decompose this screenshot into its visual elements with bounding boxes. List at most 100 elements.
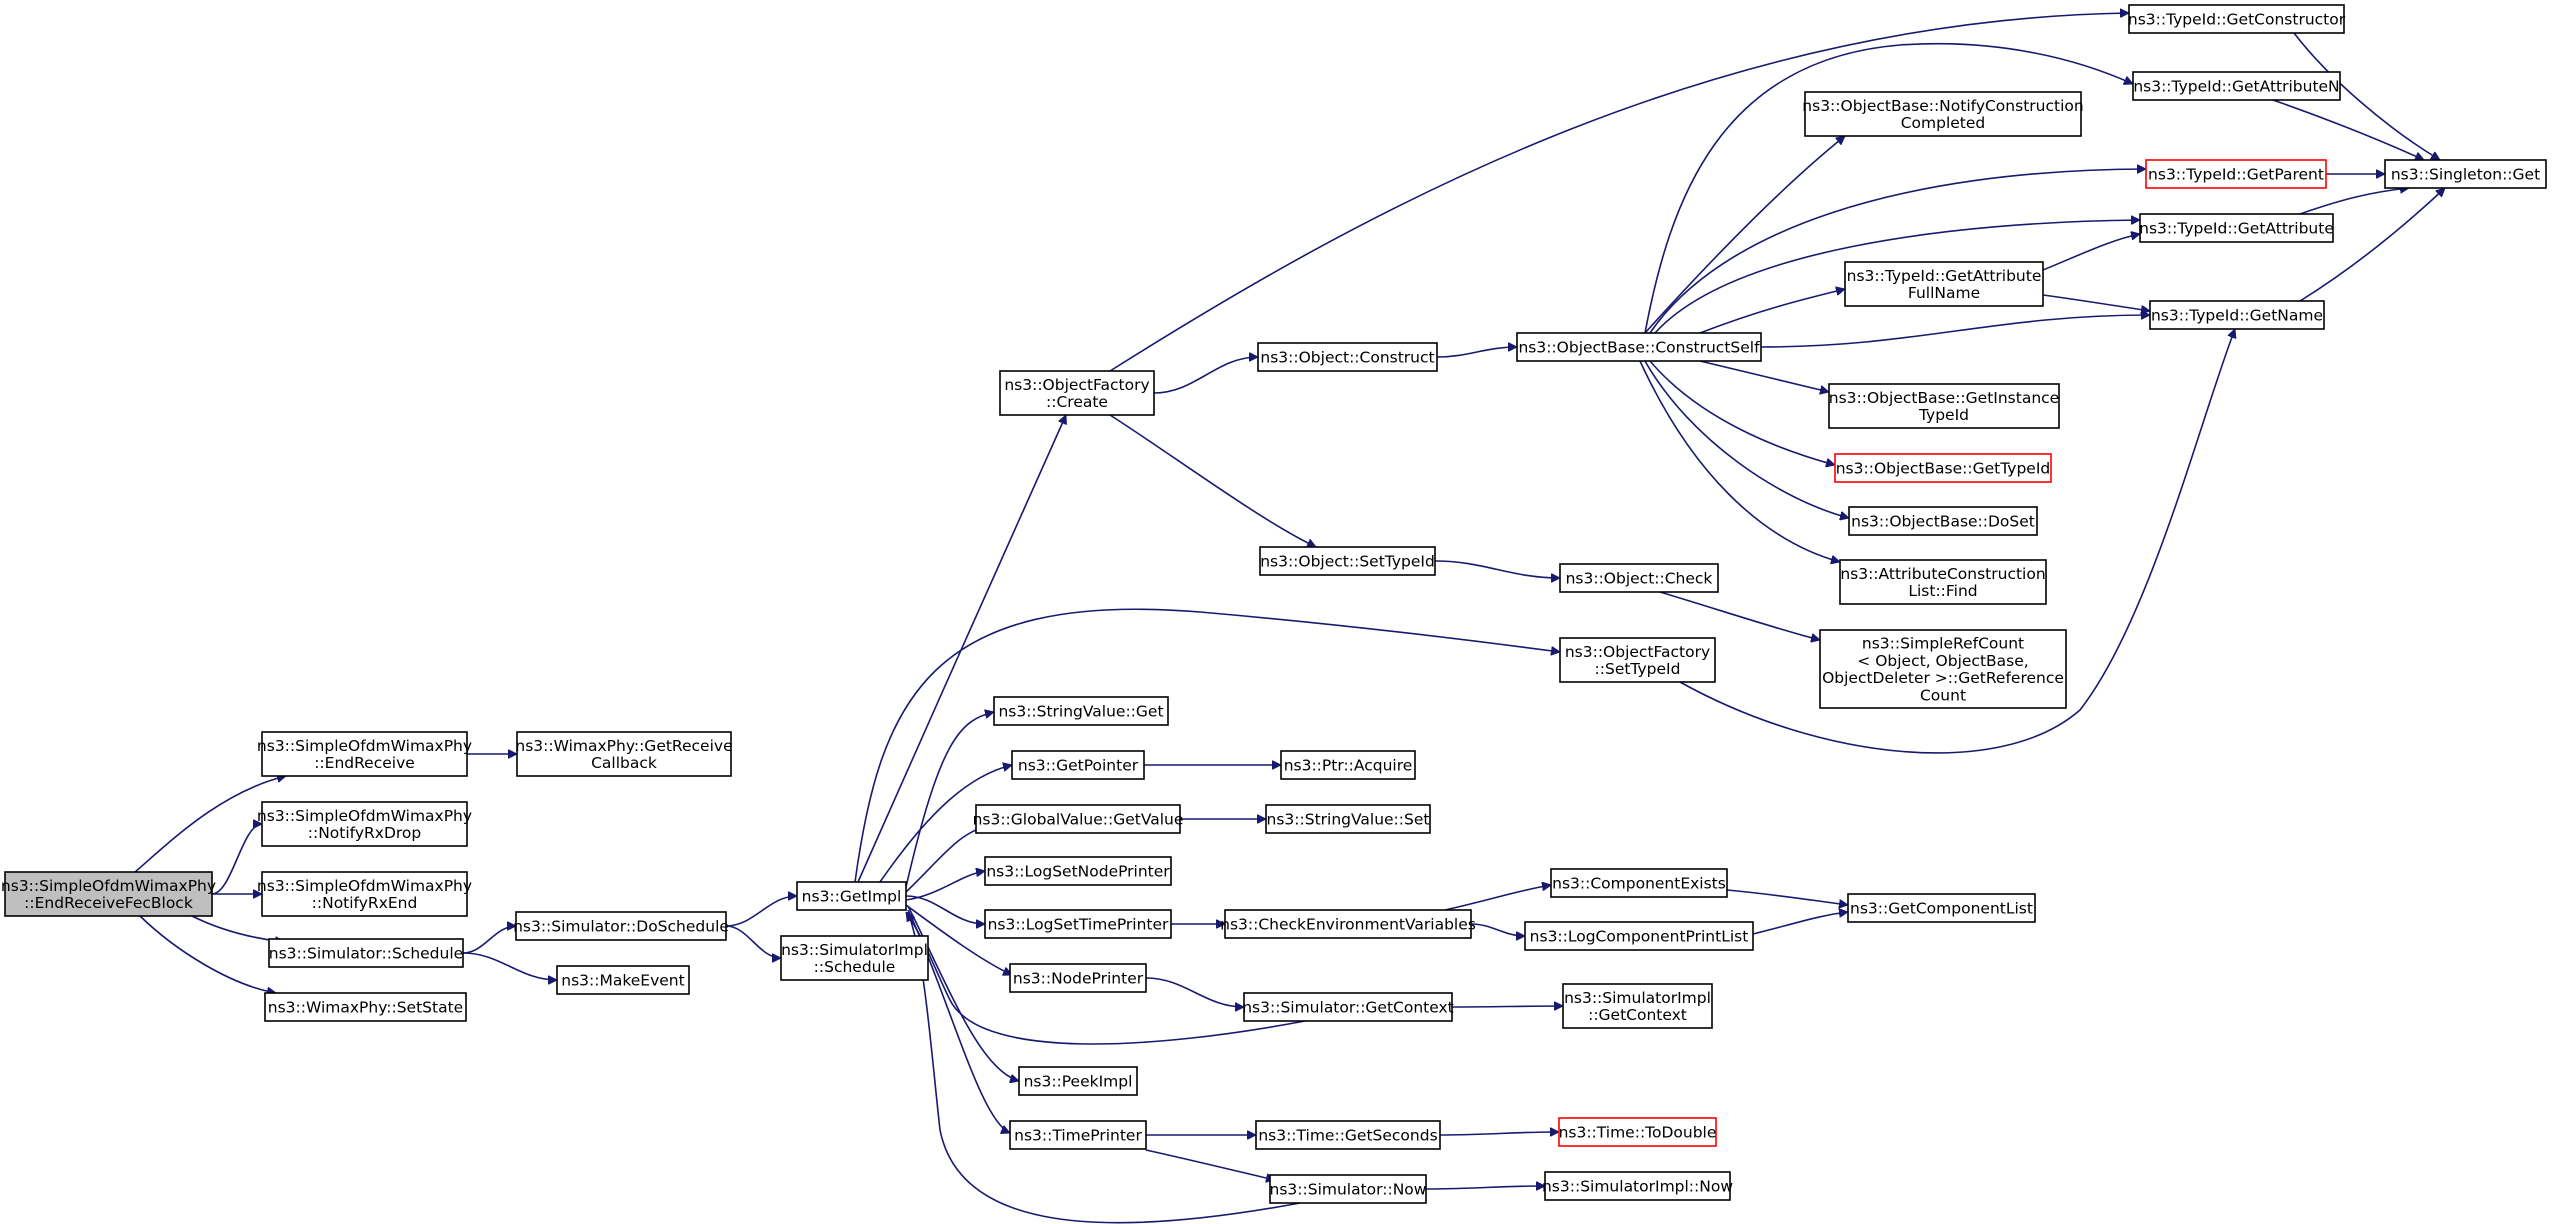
node-sim-impl-schedule[interactable]: ns3::SimulatorImpl::Schedule: [780, 935, 929, 981]
node-box: [1009, 963, 1147, 993]
node-of-set-type-id[interactable]: ns3::ObjectFactory::SetTypeId: [1559, 637, 1716, 683]
node-obj-construct[interactable]: ns3::Object::Construct: [1257, 342, 1438, 372]
edge-getAttributeN-to-singletonGet: [2272, 99, 2424, 160]
node-box: [4, 871, 213, 917]
node-notify-construction-completed[interactable]: ns3::ObjectBase::NotifyConstructionCompl…: [1802, 91, 2084, 137]
node-get-attribute[interactable]: ns3::TypeId::GetAttribute: [2139, 213, 2334, 243]
node-simple-ref-count[interactable]: ns3::SimpleRefCount< Object, ObjectBase,…: [1819, 629, 2067, 709]
node-label: ns3::MakeEvent: [561, 972, 684, 990]
node-label: List::Find: [1908, 582, 1977, 600]
node-schedule[interactable]: ns3::Simulator::Schedule: [268, 938, 464, 968]
node-box: [1011, 750, 1145, 780]
node-label: ::Schedule: [814, 958, 896, 976]
edge-objConstruct-to-constructSelf: [1436, 347, 1517, 358]
node-construct-self[interactable]: ns3::ObjectBase::ConstructSelf: [1516, 332, 1762, 362]
node-time-to-double[interactable]: ns3::Time::ToDouble: [1558, 1117, 1717, 1147]
node-check-env[interactable]: ns3::CheckEnvironmentVariables: [1220, 909, 1476, 939]
node-label: ns3::TypeId::GetAttributeN: [2133, 78, 2339, 96]
node-log-set-node-printer[interactable]: ns3::LogSetNodePrinter: [984, 856, 1172, 886]
edge-checkEnv-to-logComponentPrintList: [1470, 923, 1525, 936]
node-label: ns3::WimaxPhy::SetState: [268, 999, 463, 1017]
node-box: [1844, 261, 2044, 307]
node-box: [261, 871, 468, 917]
node-root[interactable]: ns3::SimpleOfdmWimaxPhy::EndReceiveFecBl…: [1, 871, 216, 917]
node-label: ns3::Object::Check: [1566, 570, 1713, 588]
node-obj-set-type-id[interactable]: ns3::Object::SetTypeId: [1259, 546, 1436, 576]
edge-doSchedule-to-getImpl: [725, 896, 797, 927]
node-get-constructor[interactable]: ns3::TypeId::GetConstructor: [2128, 4, 2346, 34]
edge-getImpl-to-ofCreate: [857, 415, 1066, 883]
edge-simNow-to-getImpl: [908, 912, 1301, 1224]
node-label: ns3::Object::SetTypeId: [1260, 553, 1435, 571]
node-label: ns3::Simulator::Now: [1270, 1181, 1427, 1199]
node-box: [2384, 159, 2547, 189]
node-label: ns3::Time::GetSeconds: [1258, 1127, 1437, 1145]
node-notify-rx-drop[interactable]: ns3::SimpleOfdmWimaxPhy::NotifyRxDrop: [257, 801, 472, 847]
node-notify-rx-end[interactable]: ns3::SimpleOfdmWimaxPhy::NotifyRxEnd: [257, 871, 472, 917]
node-peek-impl[interactable]: ns3::PeekImpl: [1018, 1066, 1138, 1096]
node-box: [1280, 750, 1416, 780]
node-obj-check[interactable]: ns3::Object::Check: [1559, 563, 1719, 593]
node-label: ns3::Simulator::Schedule: [269, 945, 463, 963]
node-box: [975, 804, 1181, 834]
node-box: [2132, 71, 2341, 101]
node-box: [1265, 804, 1431, 834]
edge-objCheck-to-simpleRefCount: [1659, 591, 1820, 640]
node-label: ns3::Time::ToDouble: [1559, 1124, 1717, 1142]
node-node-printer[interactable]: ns3::NodePrinter: [1009, 963, 1147, 993]
node-singleton-get[interactable]: ns3::Singleton::Get: [2384, 159, 2547, 189]
node-sim-now[interactable]: ns3::Simulator::Now: [1269, 1174, 1427, 1204]
node-set-state[interactable]: ns3::WimaxPhy::SetState: [264, 992, 467, 1022]
node-box: [1562, 983, 1713, 1029]
node-log-set-time-printer[interactable]: ns3::LogSetTimePrinter: [984, 909, 1172, 939]
node-get-attribute-n[interactable]: ns3::TypeId::GetAttributeN: [2132, 71, 2341, 101]
edge-constructSelf-to-getAttribute: [1654, 220, 2140, 334]
node-time-printer[interactable]: ns3::TimePrinter: [1009, 1120, 1147, 1150]
node-label: ns3::GlobalValue::GetValue: [973, 811, 1184, 829]
node-box: [516, 731, 732, 777]
node-component-exists[interactable]: ns3::ComponentExists: [1550, 868, 1728, 898]
node-get-parent[interactable]: ns3::TypeId::GetParent: [2145, 159, 2327, 189]
node-box: [1257, 342, 1438, 372]
node-label: Completed: [1901, 114, 1986, 132]
node-sim-impl-get-context[interactable]: ns3::SimulatorImpl::GetContext: [1562, 983, 1713, 1029]
node-make-event[interactable]: ns3::MakeEvent: [556, 965, 690, 995]
node-label: ::NotifyRxEnd: [312, 894, 418, 912]
node-label: ns3::ObjectBase::ConstructSelf: [1518, 339, 1760, 357]
node-end-receive[interactable]: ns3::SimpleOfdmWimaxPhy::EndReceive: [257, 731, 472, 777]
node-label: ns3::ObjectFactory: [1004, 376, 1149, 394]
node-ob-get-type-id[interactable]: ns3::ObjectBase::GetTypeId: [1834, 453, 2052, 483]
node-box: [264, 992, 467, 1022]
node-box: [1559, 637, 1716, 683]
node-get-pointer[interactable]: ns3::GetPointer: [1011, 750, 1145, 780]
node-string-value-get[interactable]: ns3::StringValue::Get: [993, 696, 1169, 726]
node-sim-get-context[interactable]: ns3::Simulator::GetContext: [1242, 992, 1454, 1022]
node-label: ::Create: [1046, 393, 1108, 411]
node-get-name[interactable]: ns3::TypeId::GetName: [2149, 300, 2325, 330]
node-ptr-acquire[interactable]: ns3::Ptr::Acquire: [1280, 750, 1416, 780]
edge-getAttributeFullName-to-getAttribute: [2042, 234, 2140, 271]
node-get-impl[interactable]: ns3::GetImpl: [796, 881, 907, 911]
edge-getName-to-singletonGet: [2299, 188, 2445, 302]
node-box: [1848, 506, 2038, 536]
node-label: ns3::Singleton::Get: [2391, 166, 2540, 184]
node-do-set[interactable]: ns3::ObjectBase::DoSet: [1848, 506, 2038, 536]
edge-getImpl-to-logSetNodePrinter: [905, 871, 985, 901]
node-label: ::GetContext: [1588, 1006, 1687, 1024]
node-global-get-value[interactable]: ns3::GlobalValue::GetValue: [973, 804, 1184, 834]
node-of-create[interactable]: ns3::ObjectFactory::Create: [999, 370, 1155, 416]
node-box: [1269, 1174, 1427, 1204]
node-get-component-list[interactable]: ns3::GetComponentList: [1847, 893, 2036, 923]
node-time-get-seconds[interactable]: ns3::Time::GetSeconds: [1255, 1120, 1441, 1150]
node-box: [1804, 91, 2082, 137]
node-do-schedule[interactable]: ns3::Simulator::DoSchedule: [513, 911, 729, 941]
node-log-component-print-list[interactable]: ns3::LogComponentPrintList: [1524, 921, 1754, 951]
node-sim-impl-now[interactable]: ns3::SimulatorImpl::Now: [1542, 1171, 1733, 1201]
node-string-value-set[interactable]: ns3::StringValue::Set: [1265, 804, 1431, 834]
edge-componentExists-to-getComponentList: [1726, 889, 1848, 905]
edge-ofCreate-to-objSetTypeId: [1109, 414, 1316, 548]
